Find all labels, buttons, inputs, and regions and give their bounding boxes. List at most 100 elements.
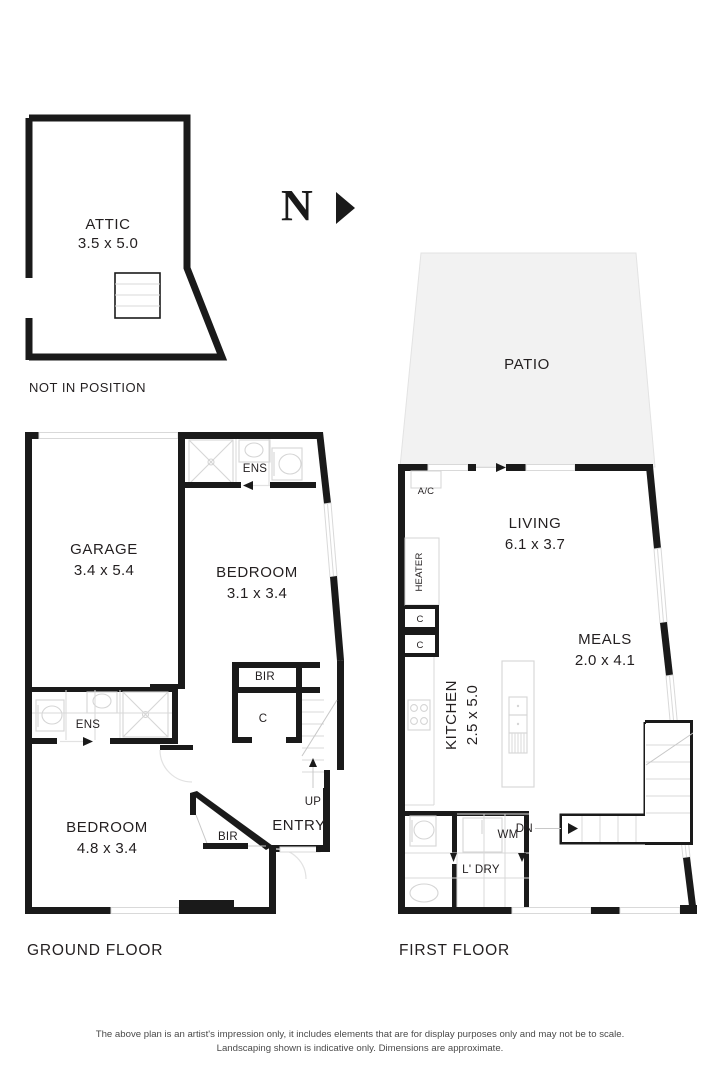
toilet-fixture-upper (271, 447, 303, 481)
ff-aircon-label: A/C (418, 486, 434, 497)
gf-wall-bir-left (232, 662, 239, 687)
ff-wall-right-seg4 (683, 857, 697, 914)
gf-wall-top-left-stub (25, 432, 39, 439)
basin-fixture-upper (238, 439, 271, 463)
gf-front-door[interactable] (275, 845, 323, 880)
ff-wall-top-left (398, 464, 428, 471)
gf-wall-bottom-block (179, 900, 234, 914)
attic-dimensions-label: 3.5 x 5.0 (78, 235, 138, 252)
ff-aircon-unit: A/C (410, 470, 442, 497)
ff-window-bottom-2 (619, 907, 681, 914)
ens-lower-door-arrow-icon (83, 737, 93, 746)
ff-kitchen-area: KITCHEN 2.5 x 5.0 (405, 657, 535, 806)
attic-wall-left-upper (25, 118, 33, 278)
disclaimer-block: The above plan is an artist's impression… (0, 1028, 720, 1056)
gf-stairs-up-label: UP (305, 796, 322, 808)
gf-wall-bir-right (296, 662, 302, 693)
ff-wall-top-right (575, 464, 653, 471)
stairs-down-arrow-icon (568, 823, 578, 834)
ff-wall-top-mullion (468, 464, 476, 471)
ff-wall-left (398, 464, 405, 914)
ff-slider-arrow-icon (496, 463, 506, 472)
gf-wall-bir-bottom (203, 843, 248, 849)
compass-north-label: N (281, 181, 313, 230)
gf-wall-garage-divider (178, 432, 185, 687)
attic-wall-left-gap (25, 278, 33, 318)
ff-cupboard-2-label: C (416, 640, 423, 651)
ff-window-bottom-1 (511, 907, 592, 914)
ff-wall-bottom-laundry (412, 907, 512, 914)
gf-bedroom-lower-door[interactable] (159, 745, 193, 783)
basin-fixture-laundry (409, 883, 439, 903)
gf-bir-upper-label: BIR (255, 671, 275, 683)
ff-wall-right-seg2 (660, 622, 673, 676)
ff-living-label: LIVING (509, 515, 562, 532)
attic-wall-left-lower (25, 318, 33, 360)
gf-garage-label: GARAGE (70, 541, 138, 558)
ff-cupboard-2: C (405, 631, 439, 657)
gf-wall-ens-upper-right (270, 482, 316, 488)
gf-bedroom-upper-dimensions: 3.1 x 3.4 (227, 585, 287, 602)
ff-wall-bottom-leftstub (398, 907, 409, 914)
first-floor-plan: PATIO (398, 252, 697, 959)
gf-garage-dimensions: 3.4 x 5.4 (74, 562, 134, 579)
ens-upper-door-arrow-icon (243, 481, 253, 490)
ff-slider-2 (525, 464, 576, 471)
ff-heater-label: HEATER (414, 552, 425, 591)
gf-wall-bir-angled (190, 791, 273, 850)
gf-bedroom-lower-dimensions: 4.8 x 3.4 (77, 840, 137, 857)
gf-bedroom-lower-label: BEDROOM (66, 819, 148, 836)
ground-floor-plan: ENS GARAGE 3.4 x 5.4 BEDROOM 3.1 x 3.4 (25, 432, 344, 959)
laundry-trough-fixture (462, 817, 503, 853)
attic-wall-outline (29, 114, 228, 361)
ff-meals-dimensions: 2.0 x 4.1 (575, 652, 635, 669)
gf-wall-bir-top (232, 662, 320, 668)
gf-wall-top-right (178, 432, 323, 439)
ff-laundry-door-arrow-2-icon (518, 853, 526, 862)
ff-meals-label: MEALS (578, 631, 632, 648)
toilet-fixture-lower (35, 699, 65, 732)
attic-staircase (114, 272, 161, 319)
gf-wall-right-seg3 (337, 660, 344, 770)
disclaimer-line-2: Landscaping shown is indicative only. Di… (216, 1043, 504, 1054)
gf-staircase-up: UP (301, 693, 338, 808)
cooktop-fixture (407, 699, 431, 731)
stairs-up-arrow-icon (309, 758, 317, 767)
ff-laundry-label: L' DRY (462, 864, 500, 876)
ff-wall-bottom-rightstub (680, 905, 697, 914)
gf-wall-right-seg1 (316, 432, 331, 504)
ff-wall-right-seg1 (646, 466, 661, 549)
gf-wall-c-right (296, 693, 302, 743)
gf-ens-lower-label: ENS (76, 719, 101, 731)
ff-wall-wc-divider-upper (452, 811, 457, 853)
compass-rose: N (281, 181, 355, 230)
gf-wall-entry-left (269, 845, 276, 914)
ff-wm-label: WM (497, 829, 518, 841)
ff-wall-top-mid (506, 464, 526, 471)
gf-wall-right-seg2 (330, 576, 344, 661)
gf-wall-bir-bottom-edge (232, 687, 320, 693)
gf-upper-ensuite: ENS (185, 439, 316, 490)
gf-wall-left (25, 432, 32, 914)
gf-wall-ens-lower-right (110, 738, 178, 744)
gf-bir-closet-block: BIR C (232, 662, 320, 743)
gf-lower-ensuite: ENS (32, 687, 178, 746)
attic-not-in-position-note: NOT IN POSITION (29, 380, 146, 395)
first-floor-title: FIRST FLOOR (399, 942, 510, 959)
ff-kitchen-label: KITCHEN (443, 680, 460, 750)
attic-room-label: ATTIC (85, 216, 130, 233)
ff-wall-wc-divider-lower (452, 864, 457, 907)
ff-cupboard-1: C (405, 605, 439, 631)
gf-window-bedroom-bottom (110, 907, 180, 914)
gf-bedroom-upper-label: BEDROOM (216, 564, 298, 581)
ff-wall-bottom-mullion (591, 907, 620, 914)
ff-stairs-down-label: DN (516, 823, 533, 835)
gf-wall-ens-lower-top (32, 687, 178, 692)
shower-fixture-lower (122, 691, 169, 738)
gf-wall-ens-lower-divider (172, 687, 178, 744)
toilet-fixture-laundry (409, 815, 437, 847)
ff-slider-1 (427, 464, 469, 471)
ff-staircase-down: DN (516, 720, 694, 845)
disclaimer-line-1: The above plan is an artist's impression… (95, 1029, 625, 1040)
